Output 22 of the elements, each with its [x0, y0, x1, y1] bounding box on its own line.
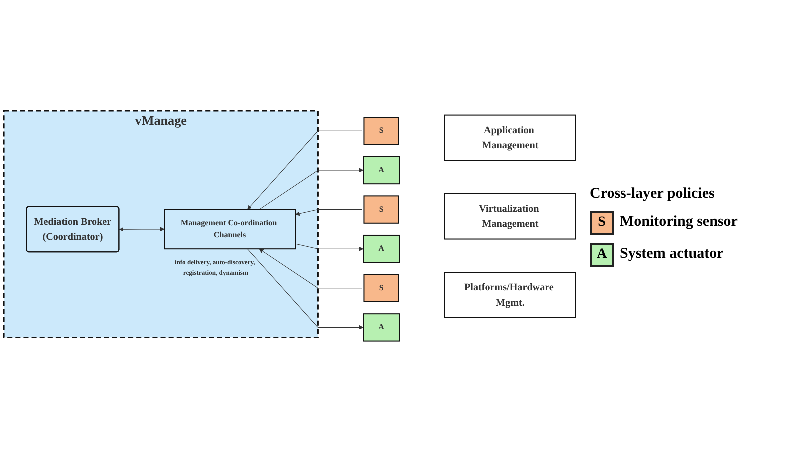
node-box: Management Co-ordination Channels [164, 209, 296, 250]
node-box: S [364, 116, 400, 146]
node-box: A [363, 234, 400, 264]
arrow [259, 248, 362, 288]
node-box: Platforms/Hardware Mgmt. [444, 272, 576, 318]
arrow [296, 209, 362, 216]
arrow [248, 130, 362, 210]
legend-label: Monitoring sensor [620, 214, 738, 231]
node-box: A [363, 156, 400, 184]
node-box: A [363, 313, 400, 342]
arrow [259, 168, 364, 210]
node-box: Virtualization Management [444, 193, 576, 240]
legend-swatch: S [590, 210, 614, 234]
note-text: Cross-layer policies [590, 186, 716, 202]
node-box: Application Management [444, 114, 576, 161]
arrow [247, 248, 364, 330]
legend-swatch: A [590, 242, 614, 266]
node-box: S [364, 196, 400, 224]
node-box: S [364, 274, 400, 302]
arrow [119, 227, 165, 232]
legend-label: System actuator [620, 246, 724, 263]
arrow [295, 244, 364, 252]
